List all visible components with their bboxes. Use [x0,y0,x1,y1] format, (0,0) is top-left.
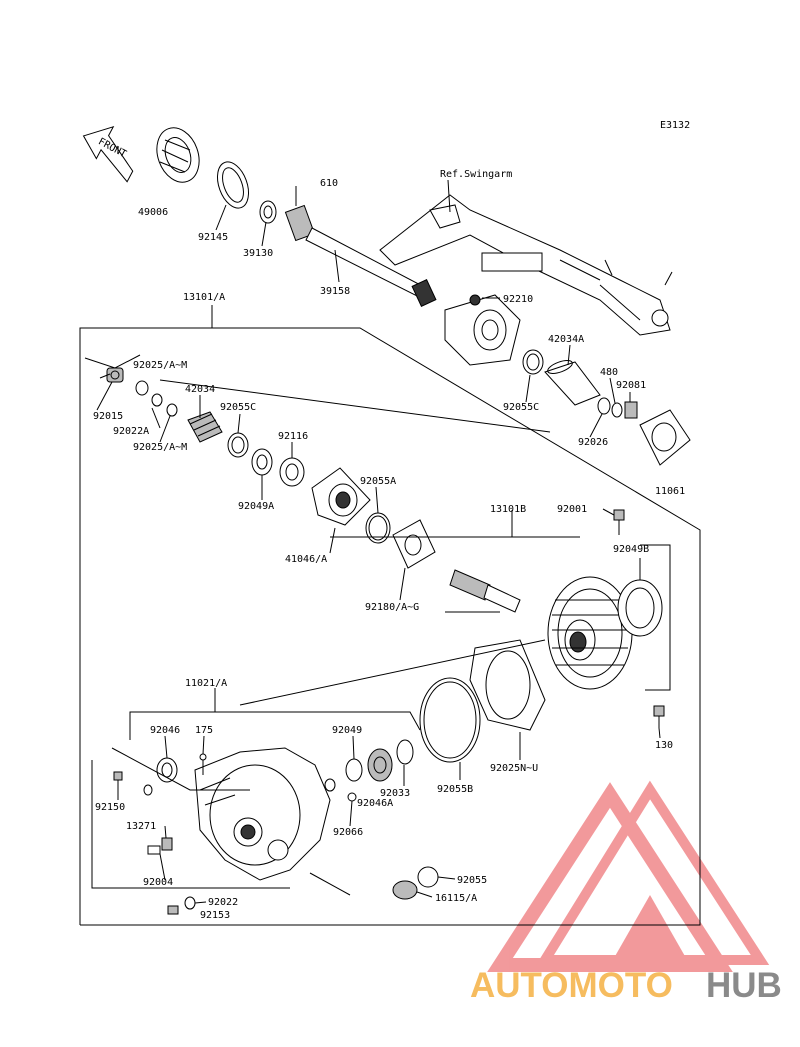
part-labels: 49006 92145 39130 610 39158 92210 13101/… [93,178,685,921]
part-label-92066: 92066 [333,827,363,838]
part-label-92026: 92026 [578,437,608,448]
final-gear-case [113,739,439,915]
part-label-49006: 49006 [138,207,168,218]
part-label-92145: 92145 [198,232,228,243]
leader-lines [96,204,661,904]
watermark-auto: AUTOMOTO [470,966,673,1005]
part-label-92025am-top: 92025/A~M [133,360,187,371]
part-label-92022: 92022 [208,897,238,908]
part-label-92116: 92116 [278,431,308,442]
reference-lines [79,305,701,926]
diagram-code: E3132 [660,120,690,131]
part-label-11021a: 11021/A [185,678,227,689]
part-label-480: 480 [600,367,618,378]
part-label-92004: 92004 [143,877,173,888]
gaskets [419,639,546,763]
part-label-92055: 92055 [457,875,487,886]
part-label-11061: 11061 [655,486,685,497]
part-label-92049a: 92049A [238,501,274,512]
part-label-92049: 92049 [332,725,362,736]
part-label-92055c-right: 92055C [503,402,539,413]
part-label-92046a: 92046A [357,798,393,809]
drive-shaft-assembly [156,127,691,466]
part-label-39130: 39130 [243,248,273,259]
swingarm: Ref.Swingarm [379,169,673,336]
part-label-39158: 39158 [320,286,350,297]
part-label-13101b: 13101B [490,504,526,515]
part-label-92049b: 92049B [613,544,649,555]
part-label-92025am-bottom: 92025/A~M [133,442,187,453]
part-label-92153: 92153 [200,910,230,921]
part-label-92046: 92046 [150,725,180,736]
watermark-text: AUTOMOTO HUB [470,966,782,1005]
part-label-92055a: 92055A [360,476,396,487]
part-label-92055c-left: 92055C [220,402,256,413]
pinion-assembly [106,367,521,613]
part-label-92033: 92033 [380,788,410,799]
part-label-13271: 13271 [126,821,156,832]
part-label-13101a: 13101/A [183,292,225,303]
part-label-42034: 42034 [185,384,215,395]
part-label-130: 130 [655,740,673,751]
part-label-16115a: 16115/A [435,893,477,904]
part-label-92210: 92210 [503,294,533,305]
watermark-hub: HUB [706,966,782,1005]
part-label-92180ag: 92180/A~G [365,602,419,613]
part-label-175: 175 [195,725,213,736]
part-label-92150: 92150 [95,802,125,813]
ring-gear-assembly [547,509,665,728]
part-label-92025nu: 92025N~U [490,763,538,774]
front-arrow-icon: FRONT [82,125,134,183]
part-label-610: 610 [320,178,338,189]
part-label-92055b: 92055B [437,784,473,795]
watermark-logo [487,780,770,972]
part-label-92001: 92001 [557,504,587,515]
part-label-92015: 92015 [93,411,123,422]
part-label-92022a: 92022A [113,426,149,437]
ref-swingarm-label: Ref.Swingarm [440,169,512,180]
part-label-92081: 92081 [616,380,646,391]
part-label-42034a: 42034A [548,334,584,345]
part-label-41046a: 41046/A [285,554,327,565]
